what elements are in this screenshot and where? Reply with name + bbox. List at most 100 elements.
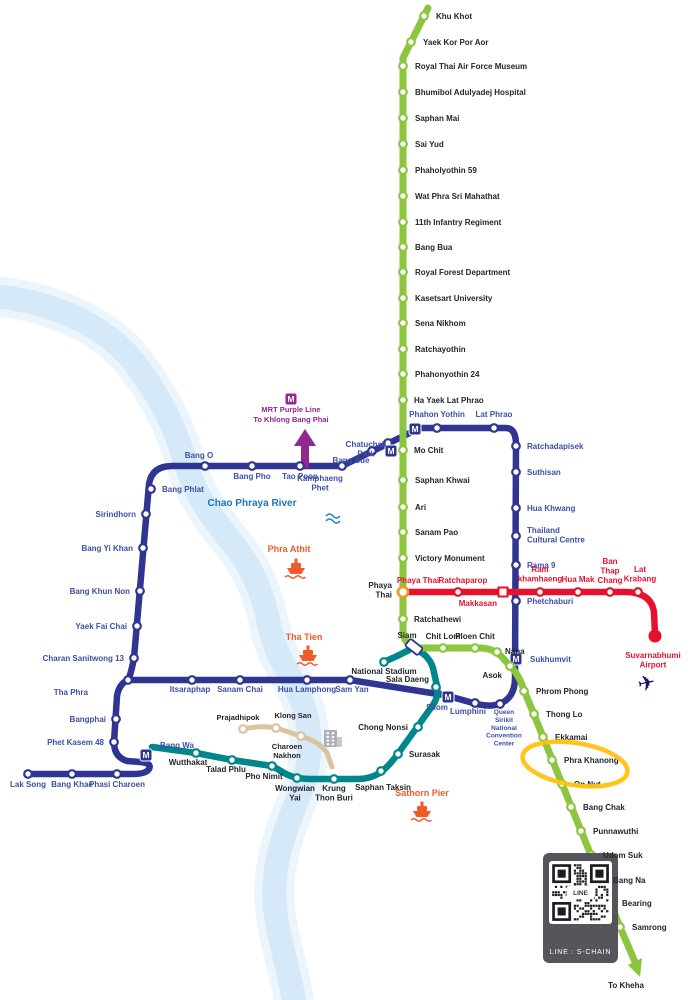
label-silom: Silom xyxy=(426,703,448,712)
qr-module xyxy=(598,907,601,910)
label-makkasan: Makkasan xyxy=(459,599,497,608)
station-ari xyxy=(398,502,408,512)
qr-module xyxy=(595,904,598,907)
building-window xyxy=(331,743,335,746)
qr-module xyxy=(595,891,598,894)
map-label-phaya-thai: Phaya Thai xyxy=(397,576,439,585)
station-bang-wa-m-marker-box xyxy=(139,748,153,762)
station-lumphini xyxy=(470,698,480,708)
station-sanam-pao xyxy=(398,527,408,537)
qr-module xyxy=(565,885,568,888)
qr-module xyxy=(592,904,595,907)
qr-module xyxy=(584,872,587,875)
boat-waves xyxy=(410,818,433,822)
label-charan-sanitwong-13: Charan Sanitwong 13 xyxy=(43,654,125,663)
label-bang-wa: Bang Wa xyxy=(160,741,194,750)
qr-module xyxy=(579,915,582,918)
qr-module xyxy=(576,883,579,886)
qr-module xyxy=(600,904,603,907)
qr-module xyxy=(576,872,579,875)
qr-module xyxy=(579,877,582,880)
station-ratchadapisek xyxy=(511,441,521,451)
station-11th-infantry-regiment xyxy=(398,217,408,227)
qr-module xyxy=(606,910,609,913)
label-bang-chak: Bang Chak xyxy=(583,803,625,812)
qr-module xyxy=(560,896,563,899)
map-label-to-kheha: To Kheha xyxy=(608,981,644,990)
station-makkasan xyxy=(497,586,509,598)
qr-module xyxy=(579,866,582,870)
label-bang-o: Bang O xyxy=(185,451,213,460)
station-queen-sirikit-national-convention-center xyxy=(495,699,505,709)
station-saphan-khwai xyxy=(398,475,408,485)
label-ratchadapisek: Ratchadapisek xyxy=(527,442,584,451)
station-thailand-cultural-centre xyxy=(511,531,521,541)
label-pho-nimit: Pho Nimit xyxy=(245,772,283,781)
building-window xyxy=(326,735,330,738)
station-thong-lo xyxy=(529,709,539,719)
qr-module xyxy=(603,907,606,910)
label-kasetsart-university: Kasetsart University xyxy=(415,294,493,303)
station-saphan-mai xyxy=(398,113,408,123)
station-kamphaeng-phet xyxy=(337,461,347,471)
station-chong-nonsi xyxy=(413,722,423,732)
qr-module xyxy=(590,904,593,907)
qr-module xyxy=(584,910,587,913)
qr-module xyxy=(603,885,606,888)
qr-module xyxy=(598,896,601,899)
label-bang-pho: Bang Pho xyxy=(233,472,270,481)
qr-module xyxy=(573,904,576,907)
station-royal-forest-department xyxy=(398,267,408,277)
label-nana: Nana xyxy=(505,647,525,656)
station-bang-wa-m-marker: M xyxy=(139,748,153,762)
qr-module xyxy=(573,883,576,886)
label-lak-song: Lak Song xyxy=(10,780,46,789)
boat-hull xyxy=(287,568,305,574)
station-ekkamai xyxy=(538,732,548,742)
station-tha-phra xyxy=(123,675,133,685)
qr-module xyxy=(600,893,603,897)
qr-module xyxy=(606,888,609,891)
label-asok: Asok xyxy=(482,671,502,680)
river-waves-icon xyxy=(325,513,341,519)
label-klong-san: Klong San xyxy=(274,711,312,720)
boat-pier-icon-1 xyxy=(296,645,319,666)
station-hua-lamphong xyxy=(302,675,312,685)
label-khu-khot: Khu Khot xyxy=(436,12,472,21)
station-phetchaburi xyxy=(511,596,521,606)
label-phet-kasem-48: Phet Kasem 48 xyxy=(47,738,104,747)
station-ram-khamhaeng xyxy=(535,587,545,597)
station-ploen-chit xyxy=(470,643,480,653)
interchange-m-marker-0: M xyxy=(384,444,398,458)
station-phasi-charoen xyxy=(112,769,122,779)
qr-module xyxy=(560,885,563,888)
boat-hull xyxy=(413,811,431,817)
qr-module xyxy=(576,875,579,878)
label-suthisan: Suthisan xyxy=(527,468,561,477)
qr-module xyxy=(587,902,590,905)
interchange-m-marker-1-letter: M xyxy=(411,424,418,434)
label-hua-mak: Hua Mak xyxy=(562,575,595,584)
qr-module xyxy=(606,899,609,902)
station-yaek-fai-chai xyxy=(132,621,142,631)
label-sirindhorn: Sirindhorn xyxy=(96,510,137,519)
station-bang-bua xyxy=(398,242,408,252)
station-pho-nimit xyxy=(267,761,277,771)
label-itsaraphap: Itsaraphap xyxy=(170,685,211,694)
station-bang-khun-non xyxy=(135,586,145,596)
qr-module xyxy=(590,907,593,910)
label-wat-phra-sri-mahathat: Wat Phra Sri Mahathat xyxy=(415,192,500,201)
qr-line-badge-label: LINE xyxy=(573,890,588,897)
qr-module xyxy=(584,877,587,880)
qr-module xyxy=(552,891,555,894)
qr-module xyxy=(584,902,587,905)
boat-pier-icon-2 xyxy=(410,801,433,822)
label-bang-sue: Bang Sue xyxy=(333,456,370,465)
station-silom-m-marker-letter: M xyxy=(444,692,451,702)
